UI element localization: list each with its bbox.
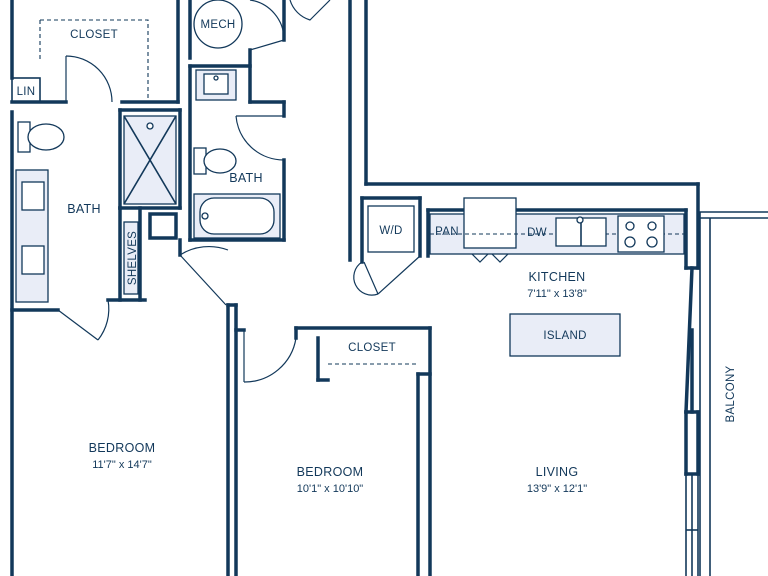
cooktop-icon bbox=[617, 215, 665, 253]
toilet-icon bbox=[17, 121, 65, 153]
shelves-label: SHELVES bbox=[127, 231, 139, 285]
kitchen-label: KITCHEN bbox=[529, 270, 586, 284]
bedroom-left-dimensions: 11'7" x 14'7" bbox=[92, 459, 152, 471]
mech-unit-icon bbox=[193, 0, 243, 49]
bath-left-label: BATH bbox=[67, 202, 101, 216]
bath-right-label: BATH bbox=[229, 171, 263, 185]
doors bbox=[57, 0, 515, 383]
washer-dryer-label: W/D bbox=[379, 225, 402, 237]
bedroom-left-label: BEDROOM bbox=[89, 441, 156, 455]
sink-icon bbox=[21, 181, 45, 211]
labels: CLOSET LIN MECH BATH BATH SHELVES W/D PA… bbox=[17, 19, 737, 495]
kitchen-dimensions: 7'11" x 13'8" bbox=[527, 288, 587, 300]
pantry-label: PAN bbox=[435, 226, 459, 238]
closet-top-label: CLOSET bbox=[70, 29, 118, 41]
island-label: ISLAND bbox=[543, 330, 586, 342]
bathtub-icon bbox=[193, 193, 281, 239]
refrigerator-icon bbox=[463, 197, 517, 249]
dishwasher-label: DW bbox=[527, 227, 547, 239]
linen-label: LIN bbox=[17, 86, 36, 98]
kitchen-island bbox=[509, 313, 621, 357]
living-label: LIVING bbox=[536, 465, 579, 479]
sink-icon bbox=[195, 69, 237, 101]
bedroom-mid-dimensions: 10'1" x 10'10" bbox=[297, 483, 364, 495]
living-dimensions: 13'9" x 12'1" bbox=[527, 483, 587, 495]
washer-dryer-icon bbox=[367, 205, 415, 253]
mech-label: MECH bbox=[200, 19, 235, 31]
closet-shelf-line bbox=[39, 19, 149, 102]
toilet-icon bbox=[193, 147, 237, 175]
sink-icon bbox=[21, 245, 45, 275]
balcony-outline bbox=[698, 211, 768, 576]
shower-icon bbox=[123, 115, 177, 205]
fixtures bbox=[15, 0, 685, 357]
closet-mid-label: CLOSET bbox=[348, 342, 396, 354]
shelves-unit bbox=[123, 221, 139, 295]
bedroom-mid-label: BEDROOM bbox=[297, 465, 364, 479]
balcony-label: BALCONY bbox=[725, 365, 737, 422]
